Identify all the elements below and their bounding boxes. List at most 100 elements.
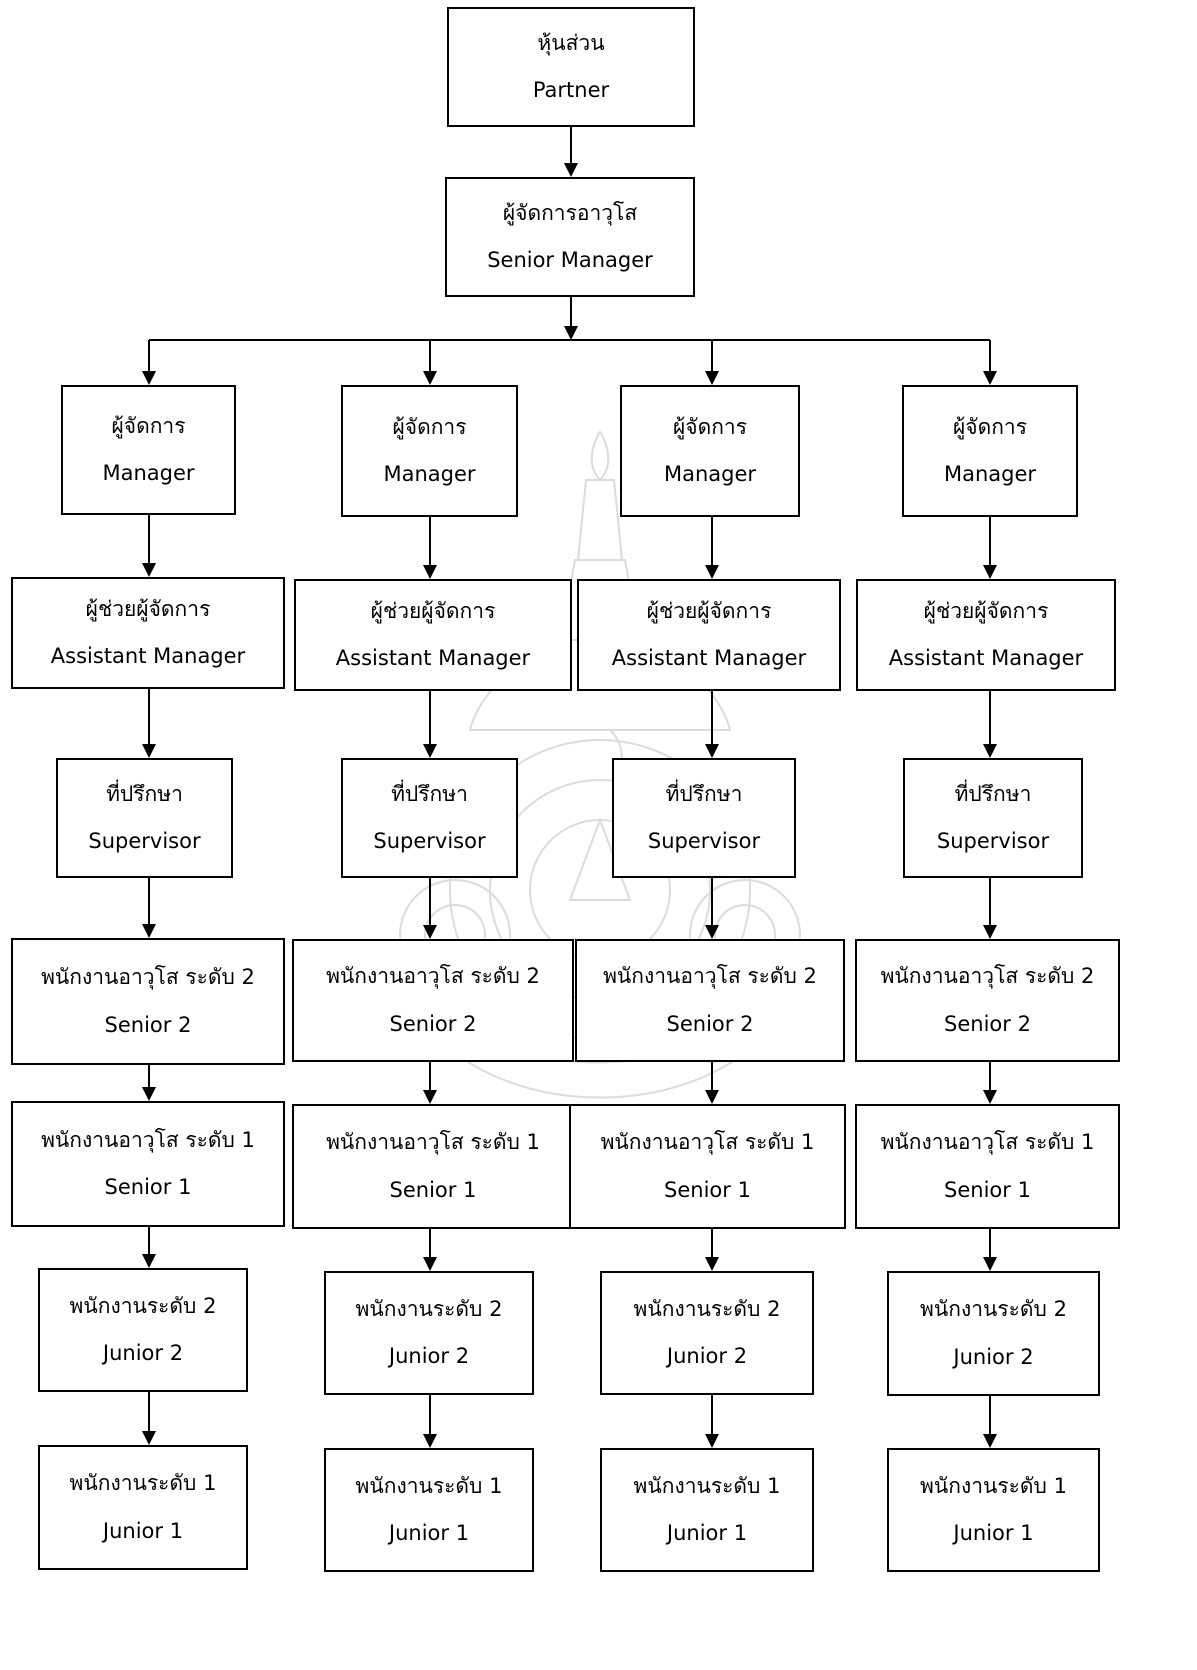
col3-supervisor-box: ที่ปรึกษา Supervisor xyxy=(612,758,796,878)
arrow-col3-supervisor-to-senior-2-arrowhead xyxy=(705,925,719,939)
col1-manager-box-english-label: Manager xyxy=(102,461,195,485)
col3-junior-2-box: พนักงานระดับ 2 Junior 2 xyxy=(600,1271,814,1395)
col2-senior-1-box-thai-label: พนักงานอาวุโส ระดับ 1 xyxy=(326,1130,540,1155)
arrow-branch-to-col2-manager-arrowhead xyxy=(423,371,437,385)
col3-senior-2-box-english-label: Senior 2 xyxy=(666,1011,754,1036)
arrow-branch-to-col1-manager-arrowhead xyxy=(142,371,156,385)
col4-senior-2-box-english-label: Senior 2 xyxy=(944,1011,1031,1036)
col4-senior-2-box: พนักงานอาวุโส ระดับ 2 Senior 2 xyxy=(855,939,1120,1062)
col4-manager-box: ผู้จัดการ Manager xyxy=(902,385,1078,517)
col4-assistant-manager-box-thai-label: ผู้ช่วยผู้จัดการ xyxy=(923,598,1049,623)
arrow-col4-assistant-manager-to-supervisor-arrowhead xyxy=(983,744,997,758)
col4-senior-1-box-thai-label: พนักงานอาวุโส ระดับ 1 xyxy=(880,1130,1095,1155)
col2-supervisor-box-thai-label: ที่ปรึกษา xyxy=(391,781,468,806)
col1-junior-1-box-english-label: Junior 1 xyxy=(102,1518,184,1543)
arrow-col2-junior-2-to-junior-1-arrowhead xyxy=(423,1434,437,1448)
col1-senior-1-box: พนักงานอาวุโส ระดับ 1 Senior 1 xyxy=(11,1101,285,1227)
col2-junior-2-box-thai-label: พนักงานระดับ 2 xyxy=(355,1296,503,1321)
col1-junior-1-box-thai-label: พนักงานระดับ 1 xyxy=(69,1471,217,1496)
col3-assistant-manager-box-english-label: Assistant Manager xyxy=(611,646,807,670)
col4-senior-1-box-english-label: Senior 1 xyxy=(944,1177,1031,1202)
arrow-col3-senior-1-to-junior-2-arrowhead xyxy=(705,1257,719,1271)
col4-supervisor-box-english-label: Supervisor xyxy=(936,829,1050,853)
arrow-col2-supervisor-to-senior-2-arrowhead xyxy=(423,925,437,939)
partner-box-thai-label: หุ้นส่วน xyxy=(537,30,605,55)
arrow-col4-manager-to-assistant-manager-arrowhead xyxy=(983,565,997,579)
col3-junior-2-box-thai-label: พนักงานระดับ 2 xyxy=(633,1296,781,1321)
arrow-col1-senior-2-to-senior-1-arrowhead xyxy=(142,1087,156,1101)
senior-manager-box-english-label: Senior Manager xyxy=(487,248,653,272)
col2-assistant-manager-box: ผู้ช่วยผู้จัดการ Assistant Manager xyxy=(294,579,572,691)
col2-assistant-manager-box-thai-label: ผู้ช่วยผู้จัดการ xyxy=(370,598,496,623)
col4-assistant-manager-box: ผู้ช่วยผู้จัดการ Assistant Manager xyxy=(856,579,1116,691)
arrow-col2-manager-to-assistant-manager-arrowhead xyxy=(423,565,437,579)
arrow-col3-assistant-manager-to-supervisor-arrowhead xyxy=(705,744,719,758)
col3-junior-2-box-english-label: Junior 2 xyxy=(666,1344,748,1368)
col2-senior-2-box-thai-label: พนักงานอาวุโส ระดับ 2 xyxy=(326,964,540,989)
arrow-col2-senior-1-to-junior-2-arrowhead xyxy=(423,1257,437,1271)
col4-manager-box-thai-label: ผู้จัดการ xyxy=(952,414,1028,439)
senior-manager-box: ผู้จัดการอาวุโส Senior Manager xyxy=(445,177,695,297)
arrow-col2-assistant-manager-to-supervisor-arrowhead xyxy=(423,744,437,758)
col4-junior-2-box-thai-label: พนักงานระดับ 2 xyxy=(920,1297,1067,1322)
col3-supervisor-box-english-label: Supervisor xyxy=(647,829,761,853)
col3-junior-1-box: พนักงานระดับ 1 Junior 1 xyxy=(600,1448,814,1572)
col2-manager-box-thai-label: ผู้จัดการ xyxy=(392,414,467,439)
col1-junior-1-box: พนักงานระดับ 1 Junior 1 xyxy=(38,1445,248,1570)
arrow-col1-junior-2-to-junior-1-arrowhead xyxy=(142,1431,156,1445)
col4-manager-box-english-label: Manager xyxy=(943,462,1037,486)
col4-junior-1-box-thai-label: พนักงานระดับ 1 xyxy=(920,1473,1067,1498)
col1-senior-2-box-thai-label: พนักงานอาวุโส ระดับ 2 xyxy=(41,965,255,990)
col4-supervisor-box-thai-label: ที่ปรึกษา xyxy=(954,781,1032,806)
col4-junior-2-box-english-label: Junior 2 xyxy=(953,1344,1034,1369)
col4-junior-1-box-english-label: Junior 1 xyxy=(953,1521,1034,1545)
col1-senior-1-box-thai-label: พนักงานอาวุโส ระดับ 1 xyxy=(41,1127,255,1152)
col2-senior-2-box: พนักงานอาวุโส ระดับ 2 Senior 2 xyxy=(292,939,574,1062)
col2-junior-2-box: พนักงานระดับ 2 Junior 2 xyxy=(324,1271,534,1395)
partner-box-english-label: Partner xyxy=(532,78,610,102)
col2-supervisor-box-english-label: Supervisor xyxy=(373,829,486,853)
col1-junior-2-box-english-label: Junior 2 xyxy=(102,1341,184,1365)
arrow-col2-senior-2-to-senior-1-arrowhead xyxy=(423,1090,437,1104)
arrow-col1-senior-1-to-junior-2-arrowhead xyxy=(142,1254,156,1268)
arrow-col4-junior-2-to-junior-1-arrowhead xyxy=(983,1434,997,1448)
senior-manager-box-thai-label: ผู้จัดการอาวุโส xyxy=(502,200,638,225)
col1-assistant-manager-box-thai-label: ผู้ช่วยผู้จัดการ xyxy=(85,596,211,621)
col3-senior-2-box-thai-label: พนักงานอาวุโส ระดับ 2 xyxy=(603,964,817,989)
col2-supervisor-box: ที่ปรึกษา Supervisor xyxy=(341,758,518,878)
col3-senior-1-box-english-label: Senior 1 xyxy=(664,1177,751,1202)
col3-senior-2-box: พนักงานอาวุโส ระดับ 2 Senior 2 xyxy=(575,939,845,1062)
col4-senior-2-box-thai-label: พนักงานอาวุโส ระดับ 2 xyxy=(880,964,1095,989)
col2-junior-1-box-english-label: Junior 1 xyxy=(388,1521,470,1545)
col1-senior-2-box-english-label: Senior 2 xyxy=(104,1012,192,1037)
col3-junior-1-box-english-label: Junior 1 xyxy=(666,1521,748,1545)
col3-manager-box-english-label: Manager xyxy=(663,462,757,486)
arrow-branch-to-col4-manager-arrowhead xyxy=(983,371,997,385)
col4-assistant-manager-box-english-label: Assistant Manager xyxy=(888,646,1084,670)
col1-assistant-manager-box-english-label: Assistant Manager xyxy=(50,644,246,668)
arrow-col3-manager-to-assistant-manager-arrowhead xyxy=(705,565,719,579)
col1-manager-box-thai-label: ผู้จัดการ xyxy=(111,413,186,438)
col1-senior-1-box-english-label: Senior 1 xyxy=(104,1175,192,1199)
arrow-branch-to-col3-manager-arrowhead xyxy=(705,371,719,385)
col1-assistant-manager-box: ผู้ช่วยผู้จัดการ Assistant Manager xyxy=(11,577,285,689)
col3-supervisor-box-thai-label: ที่ปรึกษา xyxy=(665,781,743,806)
col3-junior-1-box-thai-label: พนักงานระดับ 1 xyxy=(633,1473,781,1498)
col4-senior-1-box: พนักงานอาวุโส ระดับ 1 Senior 1 xyxy=(855,1104,1120,1229)
arrow-col1-supervisor-to-senior-2-arrowhead xyxy=(142,924,156,938)
col2-junior-2-box-english-label: Junior 2 xyxy=(388,1344,470,1368)
arrow-senior-manager-to-branch-arrowhead xyxy=(564,326,578,340)
col2-manager-box-english-label: Manager xyxy=(383,462,476,486)
arrow-col4-supervisor-to-senior-2-arrowhead xyxy=(983,925,997,939)
col2-assistant-manager-box-english-label: Assistant Manager xyxy=(335,646,531,670)
arrow-col1-manager-to-assistant-manager-arrowhead xyxy=(142,563,156,577)
col2-senior-2-box-english-label: Senior 2 xyxy=(389,1011,477,1036)
